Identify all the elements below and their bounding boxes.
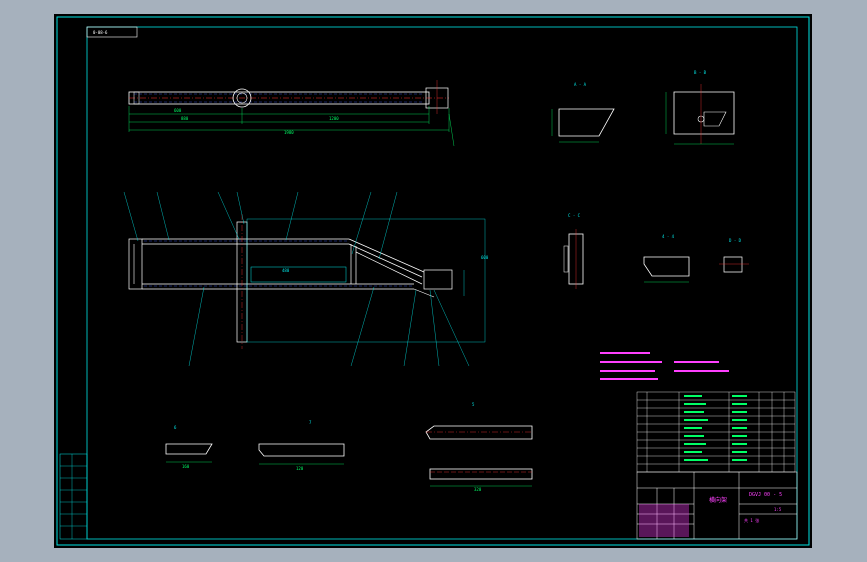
top-view-tube bbox=[128, 80, 449, 114]
view-7-part bbox=[258, 443, 345, 465]
dim-top-sub-c: 600 bbox=[174, 108, 182, 113]
main-frame-view bbox=[128, 214, 453, 349]
drawing-number-box bbox=[86, 26, 138, 38]
cad-drawing-sheet: 0-08-6 880 1200 1980 600 bbox=[54, 14, 812, 548]
section-c-label: C - C bbox=[568, 213, 581, 218]
cad-drawing-canvas: 0-08-6 880 1200 1980 600 bbox=[56, 16, 810, 546]
top-view-dimensions bbox=[128, 106, 455, 147]
section-d-view bbox=[719, 256, 749, 273]
section-d-label: D - D bbox=[729, 238, 742, 243]
view-5-label: 5 bbox=[472, 402, 475, 407]
view-5-part bbox=[425, 425, 533, 487]
dim-inner-width: 480 bbox=[282, 268, 290, 273]
section-a-view bbox=[551, 108, 615, 143]
part-leader-lines bbox=[123, 191, 470, 367]
dim-part7-length: 120 bbox=[296, 466, 304, 471]
view-7-label: 7 bbox=[309, 420, 312, 425]
section-b-view bbox=[665, 84, 735, 145]
signature-area bbox=[639, 504, 689, 537]
technical-notes bbox=[600, 352, 729, 380]
main-frame-dimensions bbox=[246, 218, 486, 343]
dim-frame-width: 600 bbox=[481, 255, 489, 260]
title-sheet: 共 1 张 bbox=[744, 517, 759, 523]
detail-4-view bbox=[643, 256, 690, 283]
left-revision-strip bbox=[59, 453, 88, 540]
view-6-part bbox=[165, 443, 213, 463]
dim-top-sub-b: 1200 bbox=[329, 116, 339, 121]
section-c-view bbox=[563, 229, 584, 289]
parts-list-text bbox=[684, 395, 747, 461]
title-block bbox=[636, 471, 798, 540]
drawing-number-stamp: 0-08-6 bbox=[93, 30, 108, 35]
detail-4-label: 4 - 4 bbox=[662, 234, 675, 239]
title-drawing-code: DGVJ 00 - 5 bbox=[749, 492, 782, 498]
outer-border bbox=[56, 16, 810, 546]
section-a-label: A - A bbox=[574, 82, 587, 87]
title-scale: 1:5 bbox=[774, 507, 782, 512]
dim-top-length: 1980 bbox=[284, 130, 294, 135]
dim-part5-length: 320 bbox=[474, 487, 482, 492]
view-6-label: 6 bbox=[174, 425, 177, 430]
section-b-label: B - B bbox=[694, 70, 707, 75]
inner-border bbox=[86, 26, 798, 540]
dim-top-sub-a: 880 bbox=[181, 116, 189, 121]
title-drawing-name: 横向架 bbox=[709, 496, 727, 504]
dim-part6-length: 160 bbox=[182, 464, 190, 469]
parts-list-table bbox=[636, 391, 796, 473]
